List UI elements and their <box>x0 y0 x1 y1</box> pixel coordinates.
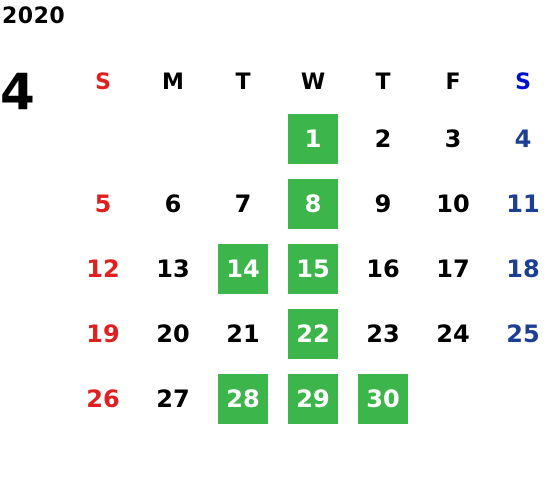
week-row: 12 13 14 15 16 17 18 <box>68 236 548 301</box>
day-cell-3[interactable]: 3 <box>418 106 488 171</box>
empty-day-cell <box>418 366 488 431</box>
day-number: 15 <box>288 243 338 294</box>
day-number: 18 <box>506 254 540 283</box>
day-cell-23[interactable]: 23 <box>348 301 418 366</box>
weekday-wednesday: W <box>300 69 326 95</box>
day-cell-24[interactable]: 24 <box>418 301 488 366</box>
day-number: 29 <box>288 373 338 424</box>
day-cell-19[interactable]: 19 <box>68 301 138 366</box>
day-cell-16[interactable]: 16 <box>348 236 418 301</box>
day-cell-26[interactable]: 26 <box>68 366 138 431</box>
day-cell-13[interactable]: 13 <box>138 236 208 301</box>
day-number: 30 <box>358 373 408 424</box>
day-cell-12[interactable]: 12 <box>68 236 138 301</box>
day-cell-25[interactable]: 25 <box>488 301 548 366</box>
day-number: 27 <box>156 384 190 413</box>
weekday-header-row: S M T W T F S <box>68 58 548 106</box>
day-cell-22[interactable]: 22 <box>278 301 348 366</box>
calendar-year: 2020 <box>2 4 66 29</box>
day-cell-27[interactable]: 27 <box>138 366 208 431</box>
weekday-thursday: T <box>375 69 391 95</box>
day-number: 8 <box>288 178 338 229</box>
day-cell-8[interactable]: 8 <box>278 171 348 236</box>
day-number: 7 <box>234 189 252 218</box>
day-cell-14[interactable]: 14 <box>208 236 278 301</box>
day-number: 2 <box>374 124 392 153</box>
day-number: 5 <box>94 189 112 218</box>
day-number: 12 <box>86 254 120 283</box>
day-cell-5[interactable]: 5 <box>68 171 138 236</box>
day-cell-21[interactable]: 21 <box>208 301 278 366</box>
week-row: 26 27 28 29 30 <box>68 366 548 431</box>
week-row: 19 20 21 22 23 24 25 <box>68 301 548 366</box>
day-number: 16 <box>366 254 400 283</box>
day-number: 22 <box>288 308 338 359</box>
day-cell-6[interactable]: 6 <box>138 171 208 236</box>
day-cell-28[interactable]: 28 <box>208 366 278 431</box>
day-cell-18[interactable]: 18 <box>488 236 548 301</box>
day-number: 28 <box>218 373 268 424</box>
day-cell-4[interactable]: 4 <box>488 106 548 171</box>
day-number: 20 <box>156 319 190 348</box>
day-number: 10 <box>436 189 470 218</box>
day-cell-17[interactable]: 17 <box>418 236 488 301</box>
day-number: 24 <box>436 319 470 348</box>
day-number: 25 <box>506 319 540 348</box>
day-number: 4 <box>514 124 532 153</box>
day-number: 1 <box>288 113 338 164</box>
empty-day-cell <box>138 106 208 171</box>
day-cell-11[interactable]: 11 <box>488 171 548 236</box>
day-number: 14 <box>218 243 268 294</box>
day-number: 11 <box>506 189 540 218</box>
day-number: 13 <box>156 254 190 283</box>
empty-day-cell <box>488 366 548 431</box>
day-number: 26 <box>86 384 120 413</box>
day-number: 6 <box>164 189 182 218</box>
day-cell-7[interactable]: 7 <box>208 171 278 236</box>
day-number: 3 <box>444 124 462 153</box>
week-row: 1 2 3 4 <box>68 106 548 171</box>
weekday-friday: F <box>445 69 461 95</box>
day-cell-30[interactable]: 30 <box>348 366 418 431</box>
empty-day-cell <box>68 106 138 171</box>
day-cell-1[interactable]: 1 <box>278 106 348 171</box>
day-cell-20[interactable]: 20 <box>138 301 208 366</box>
day-number: 9 <box>374 189 392 218</box>
weekday-monday: M <box>162 69 184 95</box>
day-cell-15[interactable]: 15 <box>278 236 348 301</box>
day-number: 17 <box>436 254 470 283</box>
calendar-month: 4 <box>0 63 35 121</box>
day-number: 19 <box>86 319 120 348</box>
weekday-sunday: S <box>95 69 111 95</box>
day-number: 21 <box>226 319 260 348</box>
weekday-saturday: S <box>515 69 531 95</box>
empty-day-cell <box>208 106 278 171</box>
weekday-tuesday: T <box>235 69 251 95</box>
week-row: 5 6 7 8 9 10 11 <box>68 171 548 236</box>
day-cell-10[interactable]: 10 <box>418 171 488 236</box>
day-number: 23 <box>366 319 400 348</box>
day-cell-2[interactable]: 2 <box>348 106 418 171</box>
day-cell-9[interactable]: 9 <box>348 171 418 236</box>
day-cell-29[interactable]: 29 <box>278 366 348 431</box>
